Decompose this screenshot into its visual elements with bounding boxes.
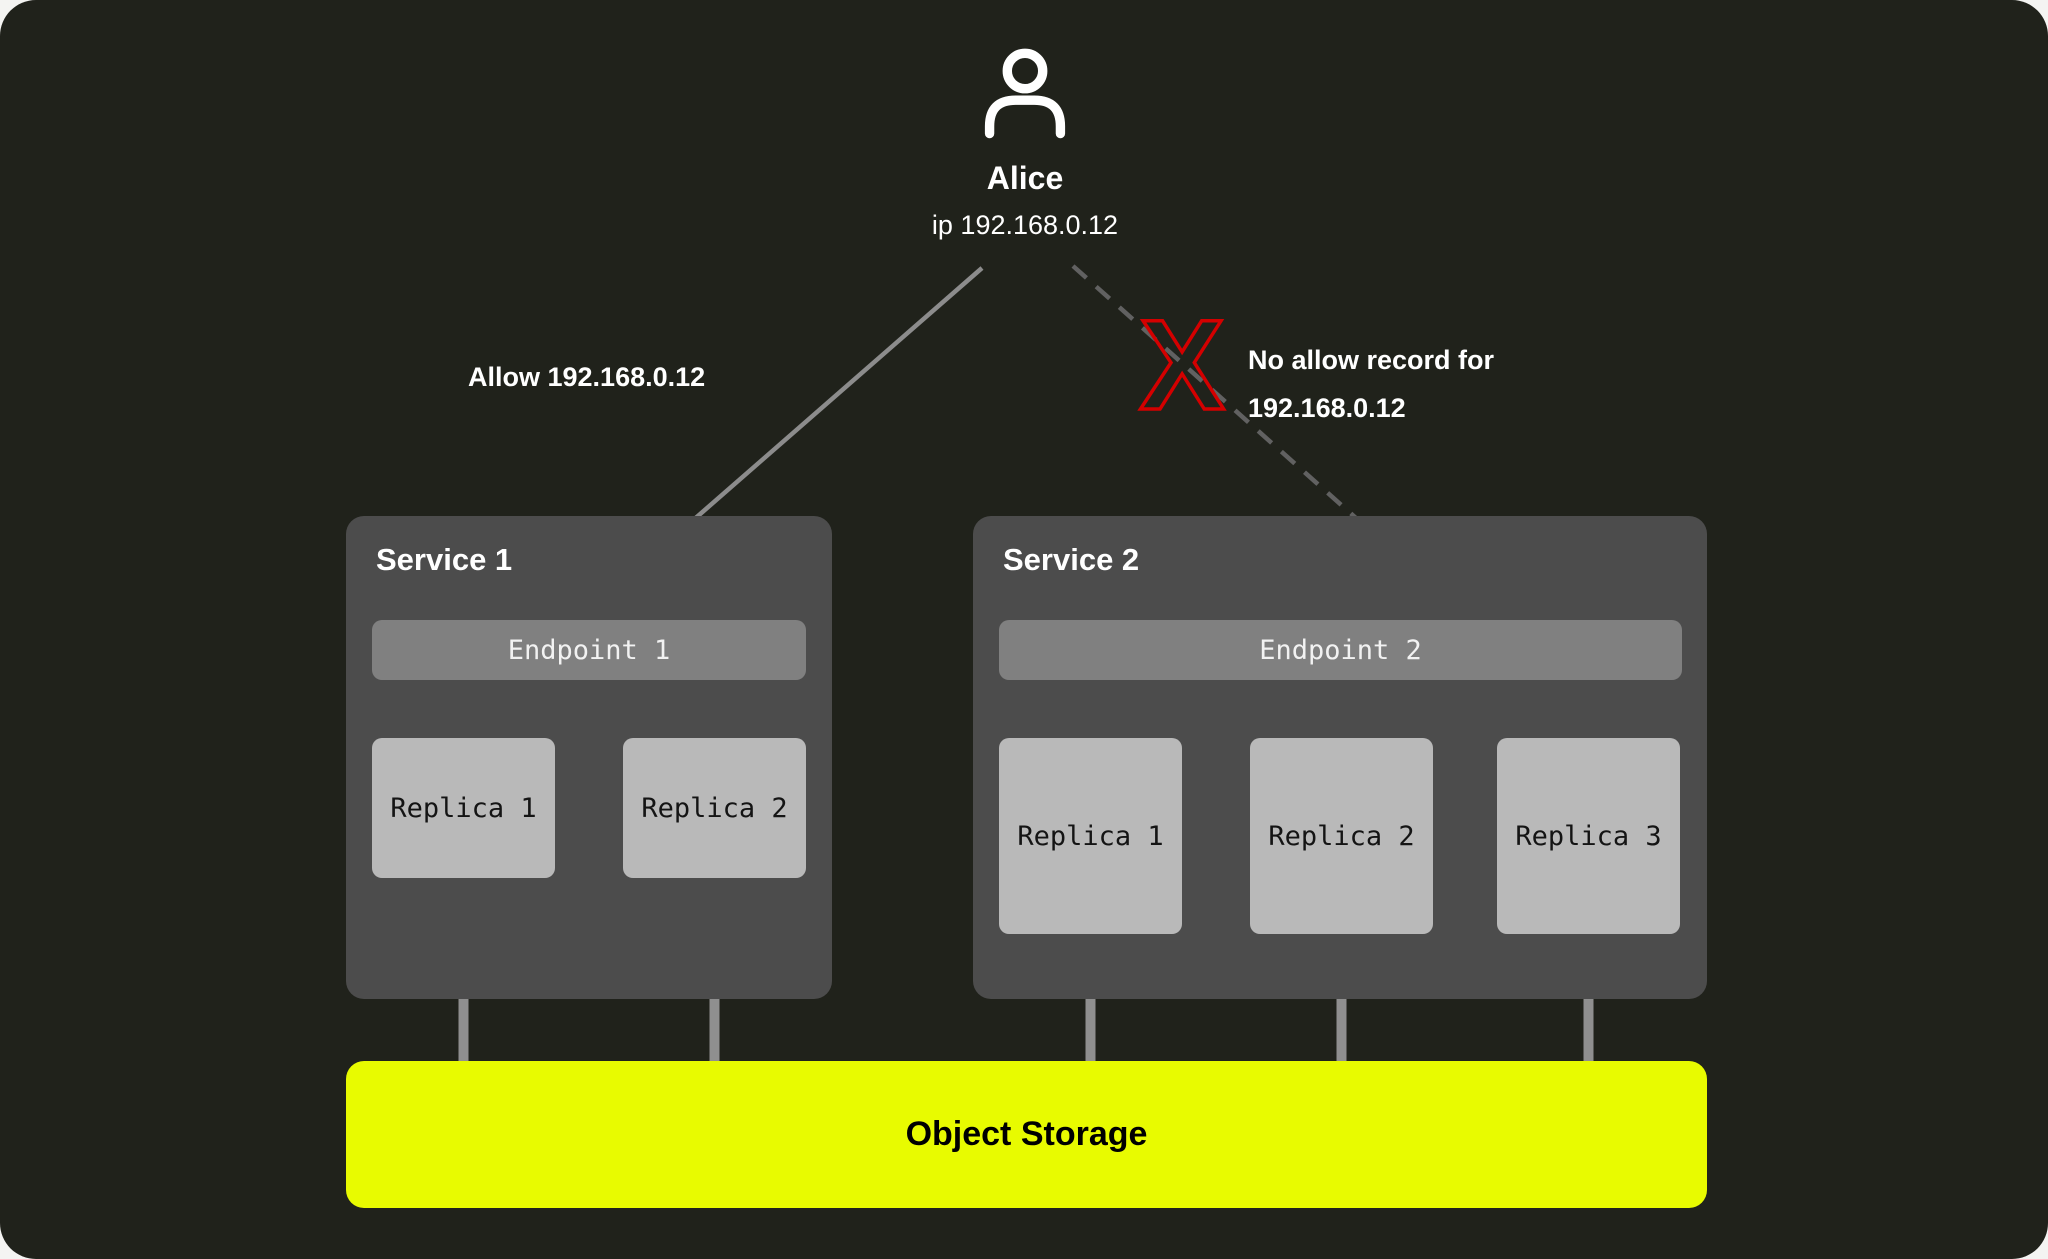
- service1-endpoint: Endpoint 1: [372, 620, 806, 680]
- deny-x-glyph: X: [1139, 312, 1224, 422]
- object-storage-bar: Object Storage: [346, 1061, 1707, 1208]
- service2-replica-1: Replica 1: [999, 738, 1182, 934]
- allow-edge-label: Allow 192.168.0.12: [468, 362, 706, 392]
- user-name: Alice: [986, 160, 1064, 196]
- service2-title: Service 2: [1003, 542, 1140, 577]
- deny-x-icon: X: [1138, 312, 1227, 422]
- service2-endpoint: Endpoint 2: [999, 620, 1682, 680]
- service1-title: Service 1: [376, 542, 513, 577]
- deny-edge-label: No allow record for 192.168.0.12: [1248, 336, 1494, 432]
- service2-replica-2: Replica 2: [1250, 738, 1433, 934]
- deny-edge-label-line1: No allow record for: [1248, 345, 1495, 375]
- service-card-2: Service 2 Endpoint 2 Replica 1 Replica 2…: [973, 516, 1707, 999]
- service1-replica-1: Replica 1: [372, 738, 555, 878]
- deny-edge-label-line2: 192.168.0.12: [1248, 393, 1406, 423]
- person-icon: [984, 48, 1066, 139]
- service2-replica-3: Replica 3: [1497, 738, 1680, 934]
- service-card-1: Service 1 Endpoint 1 Replica 1 Replica 2: [346, 516, 832, 999]
- user-ip: ip 192.168.0.12: [931, 210, 1119, 240]
- service1-replica-2: Replica 2: [623, 738, 806, 878]
